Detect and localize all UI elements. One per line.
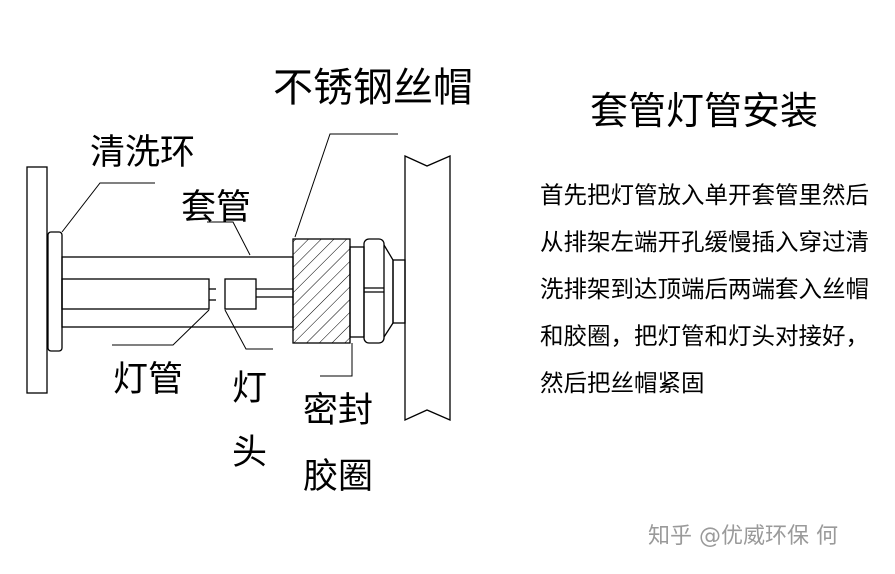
label-seal-2: 胶圈 — [303, 457, 374, 497]
wall — [404, 154, 451, 422]
label-lamp-tube: 灯管 — [113, 360, 184, 400]
description-line: 从排架左端开孔缓慢插入穿过清 — [540, 228, 869, 256]
page-title: 套管灯管安装 — [590, 89, 819, 133]
seal-ring — [349, 246, 365, 338]
description-line: 然后把丝帽紧固 — [540, 369, 705, 397]
label-seal-1: 密封 — [303, 391, 374, 431]
description-line: 首先把灯管放入单开套管里然后 — [540, 181, 869, 209]
leader-lines — [61, 133, 398, 377]
nut — [363, 238, 394, 344]
collar — [392, 259, 406, 324]
lamp-wires — [256, 288, 293, 298]
description-line: 洗排架到达顶端后两端套入丝帽 — [540, 275, 869, 303]
label-cleaning-ring: 清洗环 — [90, 133, 196, 173]
lamp-head — [224, 278, 257, 310]
description-line: 和胶圈，把灯管和灯头对接好， — [540, 322, 869, 350]
watermark: 知乎 @优威环保 何 — [648, 524, 838, 549]
description: 首先把灯管放入单开套管里然后 从排架左端开孔缓慢插入穿过清 洗排架到达顶端后两端… — [540, 172, 890, 407]
sleeve-tube — [61, 256, 294, 328]
stainless-cap — [292, 238, 351, 344]
lamp-pins — [209, 288, 216, 301]
label-lamp-head-2: 头 — [232, 433, 268, 473]
left-plate — [26, 166, 48, 394]
cleaning-ring — [47, 231, 63, 352]
label-sleeve: 套管 — [181, 188, 252, 228]
lamp-tube — [61, 278, 210, 310]
label-stainless-cap: 不锈钢丝帽 — [273, 65, 473, 111]
label-lamp-head-1: 灯 — [232, 369, 268, 409]
